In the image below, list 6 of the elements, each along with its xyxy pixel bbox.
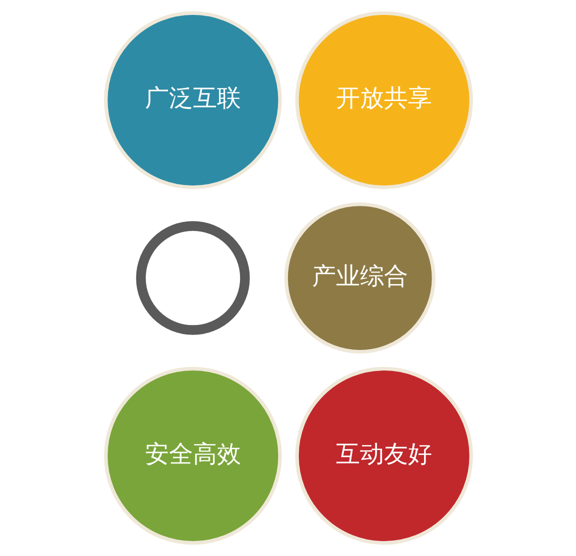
- node-circle: 安全高效: [104, 366, 282, 545]
- node-circle: 互动友好: [294, 366, 472, 545]
- node-circle: 产业综合: [284, 202, 435, 354]
- node-circle: 开放共享: [294, 11, 472, 190]
- node-circle: 广泛互联: [104, 11, 282, 190]
- node-circle: [136, 221, 250, 335]
